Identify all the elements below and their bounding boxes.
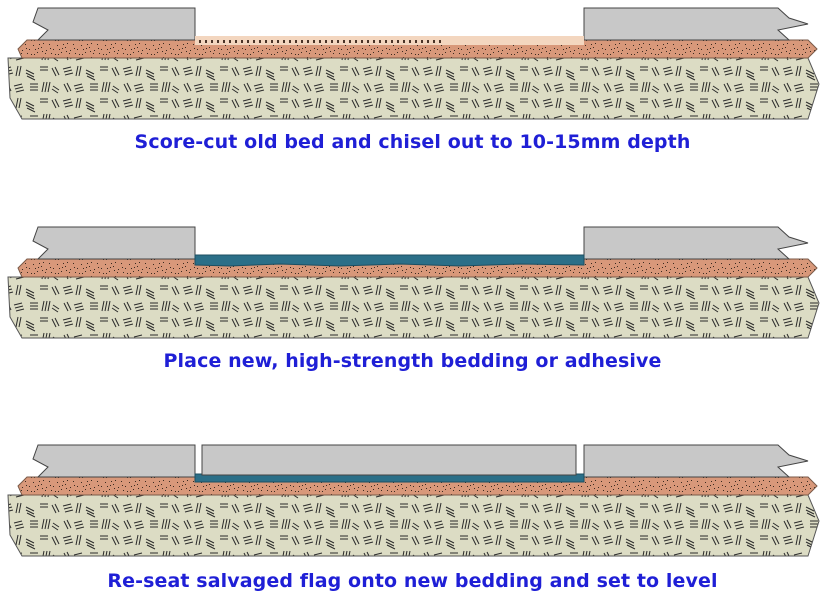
section-panel-2 xyxy=(7,226,820,339)
left-flag xyxy=(32,444,196,478)
right-flag xyxy=(583,444,809,478)
step-2-caption: Place new, high-strength bedding or adhe… xyxy=(163,350,662,372)
sub-base-layer xyxy=(7,57,820,120)
step-1-caption: Score-cut old bed and chisel out to 10-1… xyxy=(134,131,691,153)
section-panel-1 xyxy=(7,7,820,120)
right-flag xyxy=(583,7,809,41)
left-flag xyxy=(32,226,196,260)
reseated-flag xyxy=(201,444,577,476)
new-bedding-layer xyxy=(194,254,585,267)
score-cut-marks xyxy=(198,36,444,43)
right-flag xyxy=(583,226,809,260)
sub-base-layer xyxy=(7,494,820,557)
step-3-caption: Re-seat salvaged flag onto new bedding a… xyxy=(107,570,718,592)
left-flag xyxy=(32,7,196,41)
sub-base-layer xyxy=(7,276,820,339)
section-panel-3 xyxy=(7,444,820,557)
